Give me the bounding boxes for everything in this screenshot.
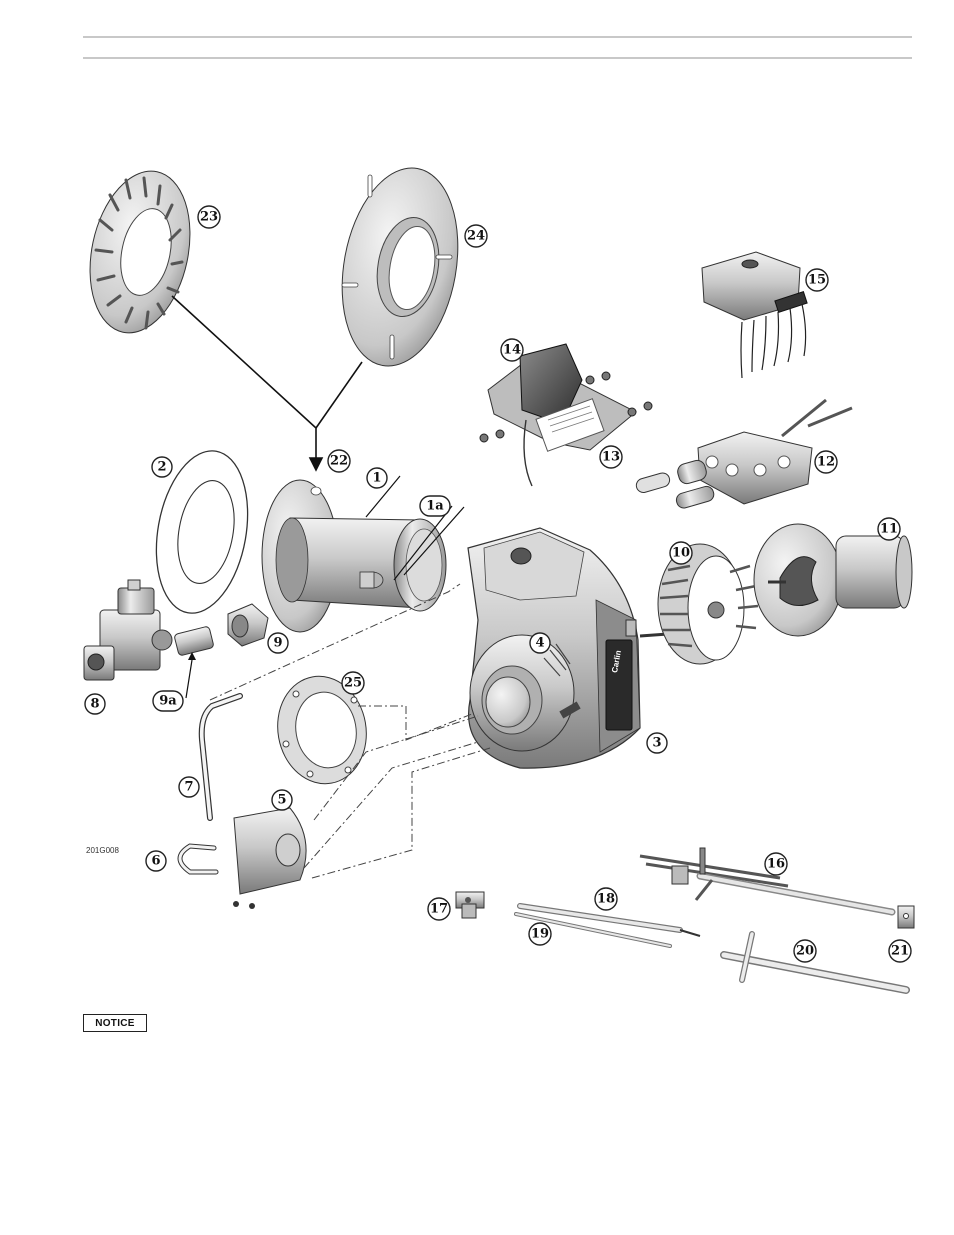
callout-1a: 1a [420, 496, 450, 516]
svg-text:22: 22 [330, 454, 348, 469]
svg-text:11: 11 [880, 522, 898, 537]
svg-text:5: 5 [277, 793, 286, 808]
u-tube [180, 846, 216, 872]
ignition-transformer [480, 344, 652, 486]
callout-9: 9 [268, 633, 288, 653]
notice-label: NOTICE [83, 1014, 147, 1032]
svg-text:9a: 9a [159, 694, 177, 709]
slotted-mounting-flange [76, 162, 204, 342]
callout-1: 1 [367, 468, 387, 488]
tee-rod [724, 934, 906, 990]
gas-tube [202, 696, 240, 818]
svg-text:19: 19 [531, 927, 549, 942]
svg-text:8: 8 [90, 697, 99, 712]
callout-10: 10 [670, 542, 692, 564]
callout-7: 7 [179, 777, 199, 797]
callout-19: 19 [529, 923, 551, 945]
callout-24: 24 [465, 225, 487, 247]
drawing-code: 201G008 [86, 846, 119, 855]
svg-text:17: 17 [430, 902, 448, 917]
svg-text:21: 21 [891, 944, 909, 959]
callout-9a: 9a [153, 691, 183, 711]
svg-text:13: 13 [602, 450, 620, 465]
svg-text:3: 3 [652, 736, 661, 751]
svg-text:14: 14 [503, 343, 521, 358]
gas-valve [84, 580, 172, 680]
svg-text:15: 15 [808, 273, 826, 288]
blower-wheel [658, 544, 758, 664]
svg-text:6: 6 [151, 854, 160, 869]
callout-14: 14 [501, 339, 523, 361]
callout-17: 17 [428, 898, 450, 920]
callout-16: 16 [765, 853, 787, 875]
callout-2: 2 [152, 457, 172, 477]
callout-8: 8 [85, 694, 105, 714]
burner-motor [754, 524, 912, 636]
svg-text:7: 7 [184, 780, 193, 795]
flange-leader-lines [172, 296, 362, 470]
callout-20: 20 [794, 940, 816, 962]
pipe-nipple-and-union [174, 604, 268, 698]
svg-text:1a: 1a [426, 499, 444, 514]
svg-text:25: 25 [344, 676, 362, 691]
callout-22: 22 [328, 450, 350, 472]
callout-13: 13 [600, 446, 622, 468]
callout-12: 12 [815, 451, 837, 473]
svg-text:1: 1 [372, 471, 381, 486]
svg-text:20: 20 [796, 944, 814, 959]
callout-23: 23 [198, 206, 220, 228]
svg-text:23: 23 [200, 210, 218, 225]
callout-6: 6 [146, 851, 166, 871]
svg-text:24: 24 [467, 229, 485, 244]
callout-11: 11 [878, 518, 900, 540]
svg-text:18: 18 [597, 892, 615, 907]
callout-21: 21 [889, 940, 911, 962]
primary-control [702, 252, 807, 378]
callout-25: 25 [342, 672, 364, 694]
svg-text:10: 10 [672, 546, 690, 561]
inspection-cover [233, 808, 306, 909]
plain-mounting-flange [327, 159, 472, 375]
callout-15: 15 [806, 269, 828, 291]
end-plate [898, 906, 914, 928]
electrode-clamp [456, 892, 484, 918]
svg-text:12: 12 [817, 455, 835, 470]
callout-4: 4 [530, 633, 550, 653]
callout-18: 18 [595, 888, 617, 910]
callout-3: 3 [647, 733, 667, 753]
svg-text:2: 2 [157, 460, 166, 475]
svg-text:4: 4 [535, 636, 544, 651]
svg-text:16: 16 [767, 857, 785, 872]
callout-5: 5 [272, 790, 292, 810]
svg-text:9: 9 [273, 636, 282, 651]
